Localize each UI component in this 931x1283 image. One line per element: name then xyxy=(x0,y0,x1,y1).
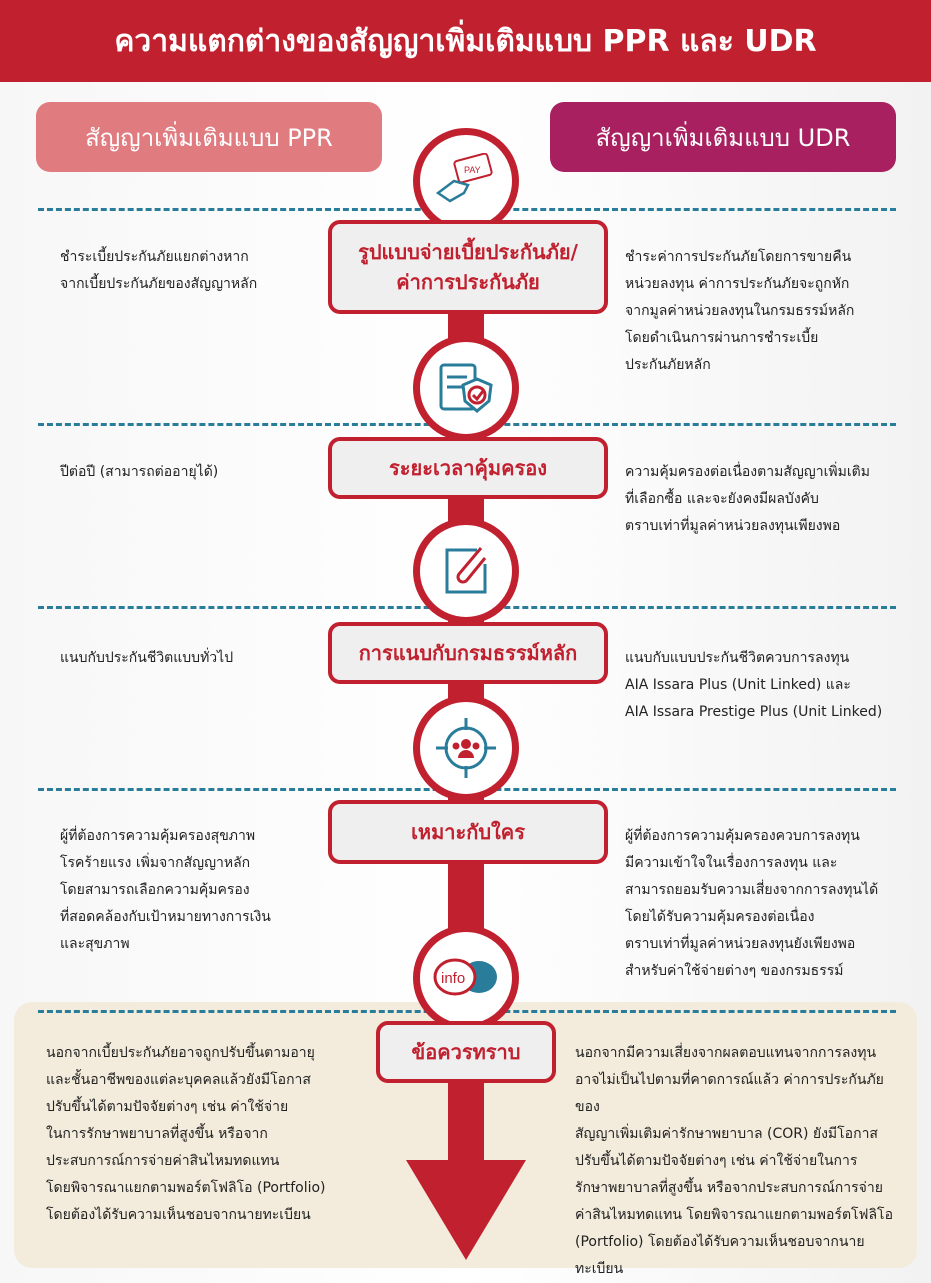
paperclip-document-icon xyxy=(413,518,519,624)
text-line: โดยดำเนินการผ่านการชำระเบี้ย xyxy=(625,330,819,346)
udr-header: สัญญาเพิ่มเติมแบบ UDR xyxy=(550,102,896,172)
text-line: โดยพิจารณาแยกตามพอร์ตโฟลิโอ (Portfolio) xyxy=(46,1180,326,1196)
text-line: สัญญาเพิ่มเติมค่ารักษาพยาบาล (COR) ยังมี… xyxy=(575,1126,878,1142)
ppr-description: ผู้ที่ต้องการความคุ้มครองสุขภาพโรคร้ายแร… xyxy=(60,823,320,958)
text-line: AIA Issara Prestige Plus (Unit Linked) xyxy=(625,704,883,720)
label-line: ค่าการประกันภัย xyxy=(396,270,540,294)
text-line: โดยสามารถเลือกความคุ้มครอง xyxy=(60,882,250,898)
target-audience-icon xyxy=(413,695,519,801)
text-line: โรคร้ายแรง เพิ่มจากสัญญาหลัก xyxy=(60,855,251,871)
arrow-head xyxy=(406,1160,526,1260)
text-line: แนบกับประกันชีวิตแบบทั่วไป xyxy=(60,650,234,666)
text-line: ประกันภัยหลัก xyxy=(625,357,711,373)
ppr-description: ชำระเบี้ยประกันภัยแยกต่างหากจากเบี้ยประก… xyxy=(60,244,320,298)
text-line: หน่วยลงทุน ค่าการประกันภัยจะถูกหัก xyxy=(625,276,850,292)
udr-description: ชำระค่าการประกันภัยโดยการขายคืนหน่วยลงทุ… xyxy=(625,244,915,379)
text-line: ความคุ้มครองต่อเนื่องตามสัญญาเพิ่มเติม xyxy=(625,464,870,480)
label-line: การแนบกับกรมธรรม์หลัก xyxy=(358,641,578,665)
text-line: นอกจากเบี้ยประกันภัยอาจถูกปรับขึ้นตามอาย… xyxy=(46,1045,315,1061)
text-line: ที่เลือกซื้อ และจะยังคงมีผลบังคับ xyxy=(625,491,819,507)
text-line: จากเบี้ยประกันภัยของสัญญาหลัก xyxy=(60,276,258,292)
ppr-description: ปีต่อปี (สามารถต่ออายุได้) xyxy=(60,459,320,486)
text-line: ปรับขึ้นได้ตามปัจจัยต่างๆ เช่น ค่าใช้จ่า… xyxy=(575,1153,858,1169)
text-line: ชำระเบี้ยประกันภัยแยกต่างหาก xyxy=(60,249,249,265)
text-line: สำหรับค่าใช้จ่ายต่างๆ ของกรมธรรม์ xyxy=(625,963,844,979)
page-title: ความแตกต่างของสัญญาเพิ่มเติมแบบ PPR และ … xyxy=(0,0,931,82)
text-line: AIA Issara Plus (Unit Linked) และ xyxy=(625,677,851,693)
text-line: ที่สอดคล้องกับเป้าหมายทางการเงิน xyxy=(60,909,271,925)
svg-text:info: info xyxy=(441,970,465,987)
ppr-description: แนบกับประกันชีวิตแบบทั่วไป xyxy=(60,645,320,672)
row-label-payment: รูปแบบจ่ายเบี้ยประกันภัย/ค่าการประกันภัย xyxy=(328,220,608,314)
text-line: มีความเข้าใจในเรื่องการลงทุน และ xyxy=(625,855,838,871)
udr-description: ผู้ที่ต้องการความคุ้มครองควบการลงทุนมีคว… xyxy=(625,823,915,985)
label-line: เหมาะกับใคร xyxy=(411,820,525,844)
text-line: ประสบการณ์การจ่ายค่าสินไหมทดแทน xyxy=(46,1153,280,1169)
row-label-coverage-period: ระยะเวลาคุ้มครอง xyxy=(328,437,608,499)
text-line: จากมูลค่าหน่วยลงทุนในกรมธรรม์หลัก xyxy=(625,303,855,319)
text-line: โดยได้รับความคุ้มครองต่อเนื่อง xyxy=(625,909,815,925)
info-chat-icon: info xyxy=(413,925,519,1031)
udr-description: ความคุ้มครองต่อเนื่องตามสัญญาเพิ่มเติมที… xyxy=(625,459,915,540)
text-line: ผู้ที่ต้องการความคุ้มครองสุขภาพ xyxy=(60,828,256,844)
text-line: ค่าสินไหมทดแทน โดยพิจารณาแยกตามพอร์ตโฟลิ… xyxy=(575,1207,893,1223)
udr-description: แนบกับแบบประกันชีวิตควบการลงทุน AIA Issar… xyxy=(625,645,915,726)
ppr-description: นอกจากเบี้ยประกันภัยอาจถูกปรับขึ้นตามอาย… xyxy=(46,1040,336,1229)
text-line: ชำระค่าการประกันภัยโดยการขายคืน xyxy=(625,249,852,265)
shield-document-icon xyxy=(413,335,519,441)
text-line: ในการรักษาพยาบาลที่สูงขึ้น หรือจาก xyxy=(46,1126,268,1142)
row-label-suitable-for: เหมาะกับใคร xyxy=(328,800,608,864)
text-line: โดยต้องได้รับความเห็นชอบจากนายทะเบียน xyxy=(46,1207,311,1223)
text-line: และชั้นอาชีพของแต่ละบุคคลแล้วยังมีโอกาส xyxy=(46,1072,311,1088)
text-line: ผู้ที่ต้องการความคุ้มครองควบการลงทุน xyxy=(625,828,860,844)
text-line: (Portfolio) โดยต้องได้รับความเห็นชอบจากน… xyxy=(575,1234,865,1277)
label-line: รูปแบบจ่ายเบี้ยประกันภัย/ xyxy=(358,240,578,264)
text-line: ตราบเท่าที่มูลค่าหน่วยลงทุนยังเพียงพอ xyxy=(625,936,856,952)
label-line: ข้อควรทราบ xyxy=(411,1040,521,1064)
text-line: ปีต่อปี (สามารถต่ออายุได้) xyxy=(60,464,219,480)
ppr-header: สัญญาเพิ่มเติมแบบ PPR xyxy=(36,102,382,172)
pay-icon: PAY xyxy=(413,128,519,234)
svg-text:PAY: PAY xyxy=(464,165,481,175)
text-line: ตราบเท่าที่มูลค่าหน่วยลงทุนเพียงพอ xyxy=(625,518,841,534)
label-line: ระยะเวลาคุ้มครอง xyxy=(389,456,547,480)
text-line: อาจไม่เป็นไปตามที่คาดการณ์แล้ว ค่าการประ… xyxy=(575,1072,884,1115)
text-line: สามารถยอมรับความเสี่ยงจากการลงทุนได้ xyxy=(625,882,879,898)
text-line: ปรับขึ้นได้ตามปัจจัยต่างๆ เช่น ค่าใช้จ่า… xyxy=(46,1099,289,1115)
text-line: นอกจากมีความเสี่ยงจากผลตอบแทนจากการลงทุน xyxy=(575,1045,877,1061)
text-line: แนบกับแบบประกันชีวิตควบการลงทุน xyxy=(625,650,850,666)
udr-description: นอกจากมีความเสี่ยงจากผลตอบแทนจากการลงทุน… xyxy=(575,1040,905,1283)
text-line: และสุขภาพ xyxy=(60,936,130,952)
text-line: รักษาพยาบาลที่สูงขึ้น หรือจากประสบการณ์ก… xyxy=(575,1180,883,1196)
row-label-attachment: การแนบกับกรมธรรม์หลัก xyxy=(328,622,608,684)
row-label-notes: ข้อควรทราบ xyxy=(376,1021,556,1083)
